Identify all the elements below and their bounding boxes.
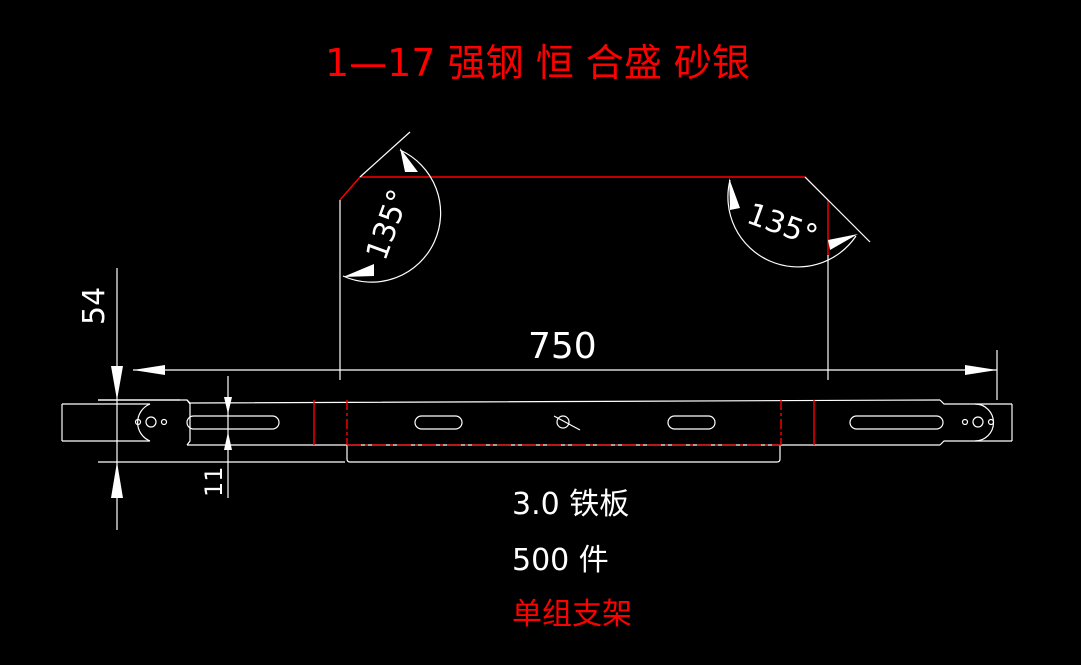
quantity-note: 500 件 <box>512 543 609 578</box>
svg-text:54: 54 <box>77 287 112 325</box>
material-note: 3.0 铁板 <box>512 487 629 522</box>
svg-text:11: 11 <box>200 466 228 497</box>
angle-dimension-right: 135° <box>727 176 871 268</box>
part-name-note: 单组支架 <box>512 597 632 632</box>
svg-text:135°: 135° <box>742 197 822 255</box>
drawing-title: 1—17 强钢 恒 合盛 砂银 <box>325 41 750 85</box>
slot-width-dimension: 11 <box>200 376 232 498</box>
length-dimension: 750 <box>133 326 998 400</box>
svg-text:750: 750 <box>528 326 597 367</box>
part-outline <box>61 399 1013 463</box>
angle-dimension-left: 135° <box>342 131 442 283</box>
svg-text:135°: 135° <box>360 185 418 265</box>
